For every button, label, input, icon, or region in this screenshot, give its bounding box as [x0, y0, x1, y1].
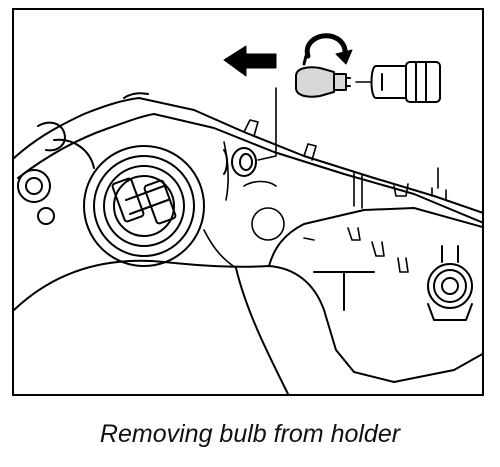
left-mounting-parts: [17, 121, 95, 225]
bulb: [295, 66, 351, 98]
leader-line: [257, 87, 277, 161]
figure-caption: Removing bulb from holder: [99, 420, 401, 448]
main-bulb-socket: [83, 145, 205, 267]
reflector-details: [203, 141, 285, 269]
housing-ribs: [243, 119, 447, 273]
headlamp-diagram: [14, 33, 482, 394]
bulb-holder: [370, 61, 441, 103]
arrow-left-icon: [223, 45, 277, 77]
headlamp-housing: [14, 92, 482, 394]
rotate-counterclockwise-icon: [302, 33, 353, 66]
side-marker-socket: [427, 245, 473, 321]
illustration-frame: [12, 8, 484, 396]
small-bulb-socket-opening: [223, 147, 257, 177]
